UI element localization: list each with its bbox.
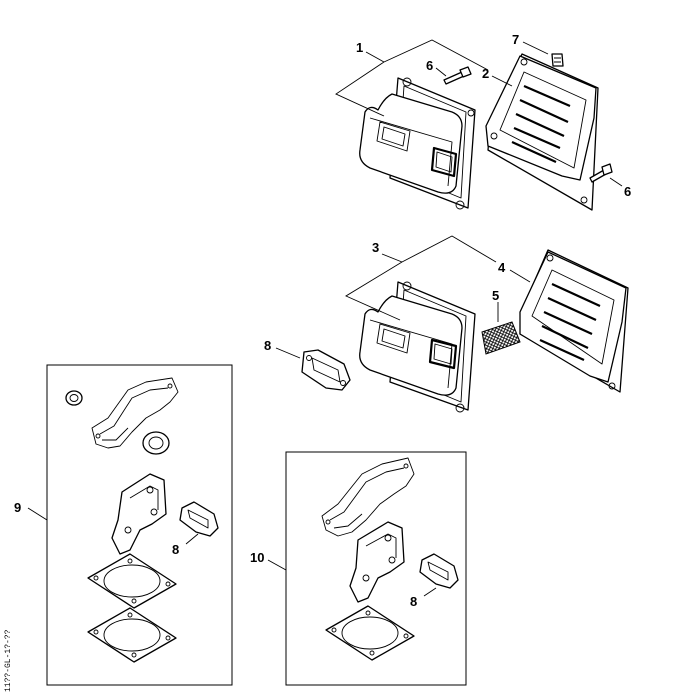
crankcase-gasket-part <box>91 377 179 449</box>
gasket-part <box>179 501 219 537</box>
kit-10-box <box>285 451 467 686</box>
oil-seal-part <box>65 390 83 406</box>
crankcase-gasket-part <box>321 457 415 537</box>
drawing-code: 11??-GL-1?-?? <box>4 629 13 692</box>
callout-7: 7 <box>512 32 519 47</box>
flange-gasket-part <box>87 553 177 609</box>
screw-part <box>551 53 564 67</box>
callout-5: 5 <box>492 288 499 303</box>
muffler-assembly-middle <box>359 249 629 413</box>
callout-10: 10 <box>250 550 264 565</box>
callout-4: 4 <box>498 260 506 275</box>
oil-seal-part <box>142 431 170 455</box>
heat-shield-plate-part <box>349 521 405 603</box>
callout-2: 2 <box>482 66 489 81</box>
leader-lines <box>27 39 623 597</box>
spark-arresting-screen-part <box>481 321 521 355</box>
kit-9-box <box>46 364 233 686</box>
kit-9-parts <box>65 377 219 663</box>
muffler-body-part <box>359 77 476 210</box>
callout-1: 1 <box>356 40 363 55</box>
callout-8-kit-10: 8 <box>410 594 417 609</box>
heat-shield-plate-part <box>111 473 167 555</box>
screw-part <box>589 163 613 183</box>
flange-gasket-part <box>87 607 177 663</box>
muffler-body-part <box>359 281 476 413</box>
callout-6-lower: 6 <box>624 184 631 199</box>
muffler-assembly-top <box>359 53 613 211</box>
gasket-part <box>419 553 459 589</box>
muffler-cover-part <box>519 249 629 393</box>
screw-part <box>443 66 472 85</box>
callout-8-standalone: 8 <box>264 338 271 353</box>
callout-6-upper: 6 <box>426 58 433 73</box>
callout-8-kit-9: 8 <box>172 542 179 557</box>
gasket-part <box>301 349 351 391</box>
flange-gasket-part <box>325 605 415 661</box>
kit-10-parts <box>321 457 459 661</box>
callout-3: 3 <box>372 240 379 255</box>
muffler-cover-part <box>485 53 599 211</box>
callout-9: 9 <box>14 500 21 515</box>
